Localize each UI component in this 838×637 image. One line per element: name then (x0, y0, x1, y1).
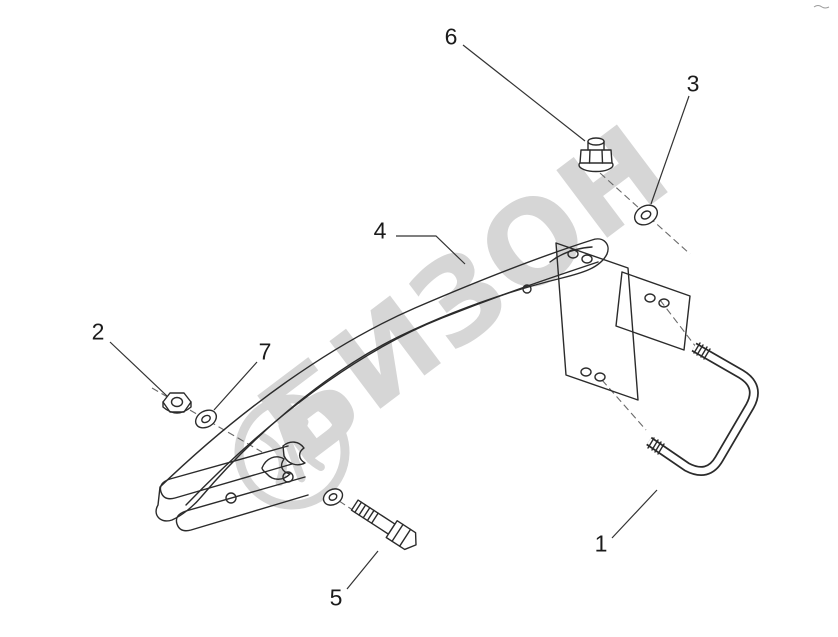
leader-line-1 (611, 489, 658, 539)
back-plate (615, 271, 691, 351)
arm-inner-edge (185, 261, 599, 506)
corner-mark (813, 5, 830, 9)
leader-line-4 (396, 235, 466, 265)
hex-bolt (350, 499, 417, 551)
plate-hole (567, 249, 579, 259)
plate-hole (594, 372, 606, 382)
arm-slot (282, 441, 306, 466)
axis-ubolt-upper-leg (659, 299, 697, 348)
assembly-axis-lines (151, 172, 697, 525)
callout-4: 4 (373, 217, 387, 244)
mount-plate-outline (555, 242, 639, 401)
flange-nut-facet (601, 149, 604, 164)
plate-hole (581, 254, 593, 264)
arm-hole (282, 471, 294, 483)
callout-3: 3 (686, 70, 700, 97)
leader-line-3 (650, 95, 690, 205)
leader-line-5 (346, 550, 379, 590)
arm-hole (522, 284, 532, 294)
bolt-thread (370, 512, 379, 524)
arm-slot (261, 456, 291, 480)
curved-arm (155, 238, 609, 532)
flat-washer-7 (194, 409, 218, 429)
bolt-thread (362, 507, 371, 519)
arm-seat-washer (322, 488, 344, 506)
callout-2: 2 (91, 318, 105, 345)
leader-line-2 (109, 341, 168, 397)
u-bolt (646, 342, 759, 477)
flange-nut-facet (588, 149, 591, 164)
callout-7: 7 (258, 338, 272, 365)
bolt-head (385, 520, 417, 551)
callout-1: 1 (594, 530, 608, 557)
leader-lines (109, 44, 690, 590)
plate-hole (644, 293, 656, 303)
plate-hole (580, 367, 592, 377)
flat-washer-3 (633, 204, 659, 226)
back-plate-outline (615, 271, 691, 351)
bolt-head-facet (391, 523, 404, 542)
bolt-shank (350, 499, 396, 535)
plate-hole (658, 298, 670, 308)
hex-nut (162, 392, 192, 414)
bolt-thread (366, 509, 375, 522)
axis-ubolt-lower-leg (601, 379, 647, 431)
arm-outline (155, 238, 609, 522)
hex-nut-thickness (162, 401, 192, 414)
leader-line-6 (462, 44, 586, 142)
flange-nut-top (587, 137, 605, 146)
u-bolt-body-fill (647, 344, 758, 475)
arm-end-curl (549, 246, 593, 263)
callout-6: 6 (444, 23, 458, 50)
mount-plate (555, 242, 639, 401)
flange-nut (578, 137, 614, 173)
hex-nut-hole (170, 396, 184, 408)
bolt-head-facet (398, 528, 412, 547)
bolt-thread (358, 504, 367, 516)
fork-prong-upper (159, 445, 293, 500)
flange-nut-body (579, 149, 613, 164)
hex-nut-outline (162, 392, 192, 413)
arm-hole (225, 492, 237, 504)
leader-line-7 (213, 361, 258, 411)
u-bolt-threads (647, 342, 711, 455)
fork-prong-lower (175, 476, 309, 532)
callout-5: 5 (329, 584, 343, 611)
bolt-thread (354, 501, 363, 514)
